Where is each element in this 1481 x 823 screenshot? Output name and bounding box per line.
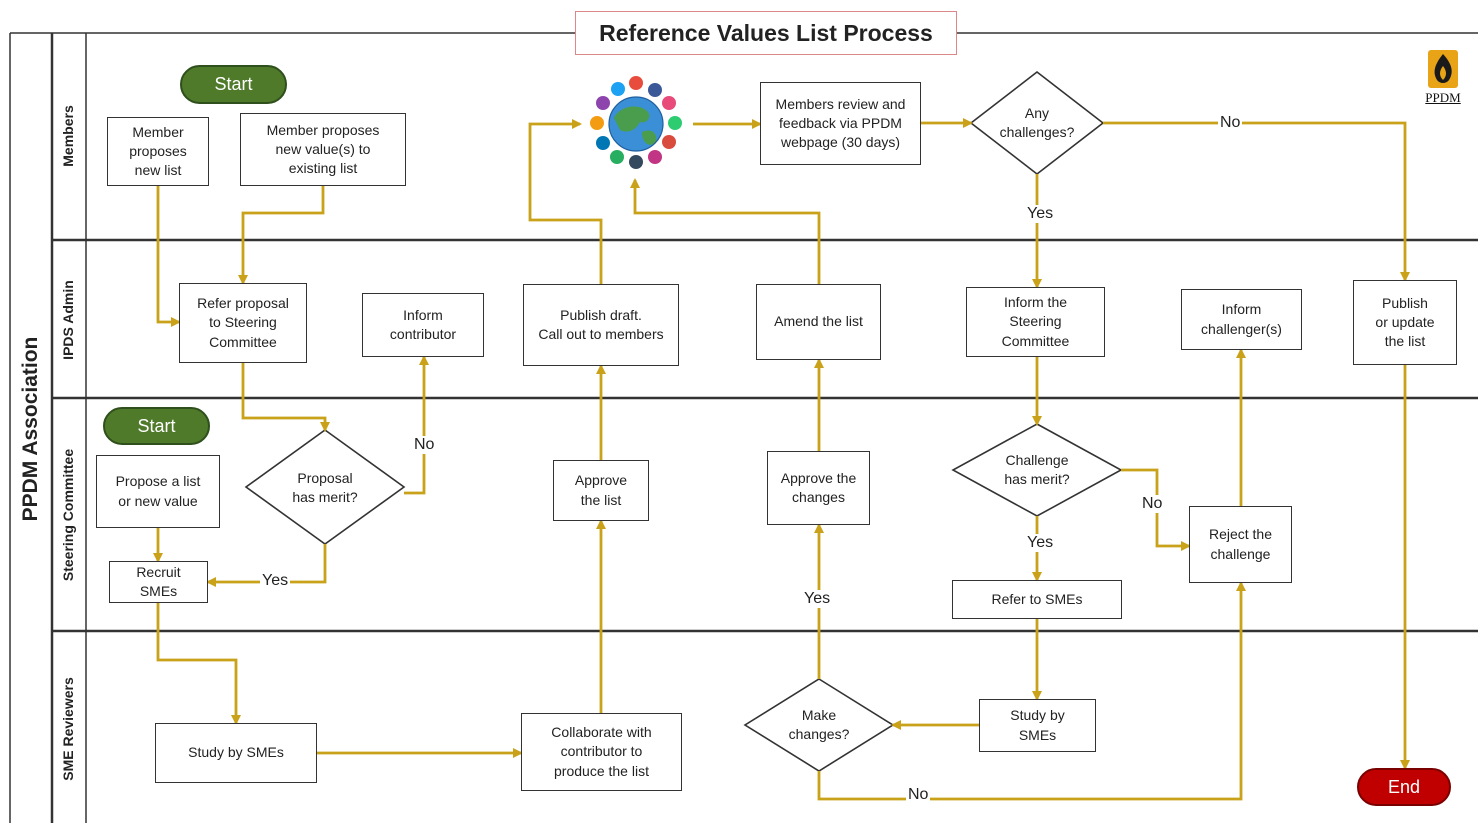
edge-label-no-make-changes: No xyxy=(906,786,931,804)
box-refer-to-smes: Refer to SMEs xyxy=(952,580,1122,619)
ppdm-logo: PPDM xyxy=(1412,46,1474,108)
box-reject-challenge: Reject the challenge xyxy=(1189,506,1292,583)
box-approve-changes: Approve the changes xyxy=(767,451,870,525)
box-propose-list: Propose a list or new value xyxy=(96,455,220,528)
edge-label-no-challenges: No xyxy=(1218,114,1243,132)
box-member-proposes-new-list: Member proposes new list xyxy=(107,117,209,186)
box-refer-proposal: Refer proposal to Steering Committee xyxy=(179,283,307,363)
decision-challenge-merit-label: Challenge has merit? xyxy=(1004,452,1070,487)
start-terminal-steering: Start xyxy=(103,407,210,445)
box-study-by-smes-2: Study by SMEs xyxy=(979,699,1096,752)
edge-label-no-proposal: No xyxy=(412,436,437,454)
decision-proposal-merit-label: Proposal has merit? xyxy=(292,470,358,505)
end-terminal: End xyxy=(1357,768,1451,806)
lane-label-members: Members xyxy=(60,105,76,167)
box-members-review: Members review and feedback via PPDM web… xyxy=(760,82,921,165)
edge-label-yes-challenge-merit: Yes xyxy=(1025,534,1056,552)
box-inform-contributor: Inform contributor xyxy=(362,293,484,357)
lane-label-steering-committee: Steering Committee xyxy=(60,448,76,582)
start-terminal-members: Start xyxy=(180,65,287,104)
box-approve-list: Approve the list xyxy=(553,460,649,521)
box-amend-list: Amend the list xyxy=(756,284,881,360)
swimlane-frame xyxy=(9,32,1478,823)
decision-make-changes-label: Make changes? xyxy=(788,707,850,742)
lane-label-ipds-admin: IPDS Admin xyxy=(60,280,76,360)
edge-label-yes-make-changes: Yes xyxy=(802,590,833,608)
edge-label-yes-proposal: Yes xyxy=(260,572,291,590)
edge-label-no-challenge-merit: No xyxy=(1140,495,1165,513)
lane-label-sme-reviewers: SME Reviewers xyxy=(60,677,76,781)
flame-icon xyxy=(1428,50,1458,88)
social-globe-icon xyxy=(590,76,682,169)
box-publish-update: Publish or update the list xyxy=(1353,280,1457,365)
box-member-proposes-new-values: Member proposes new value(s) to existing… xyxy=(240,113,406,186)
box-publish-draft: Publish draft. Call out to members xyxy=(523,284,679,366)
diagram-title: Reference Values List Process xyxy=(575,11,957,55)
box-inform-challengers: Inform challenger(s) xyxy=(1181,289,1302,350)
box-inform-steering-committee: Inform the Steering Committee xyxy=(966,287,1105,357)
box-recruit-smes: Recruit SMEs xyxy=(109,561,208,603)
box-study-by-smes-1: Study by SMEs xyxy=(155,723,317,783)
edge-label-yes-challenges: Yes xyxy=(1025,205,1056,223)
box-collaborate: Collaborate with contributor to produce … xyxy=(521,713,682,791)
decision-any-challenges-label: Any challenges? xyxy=(999,105,1075,140)
logo-text: PPDM xyxy=(1425,90,1461,105)
organization-label: PPDM Association xyxy=(19,336,42,522)
connectors xyxy=(153,118,1410,801)
